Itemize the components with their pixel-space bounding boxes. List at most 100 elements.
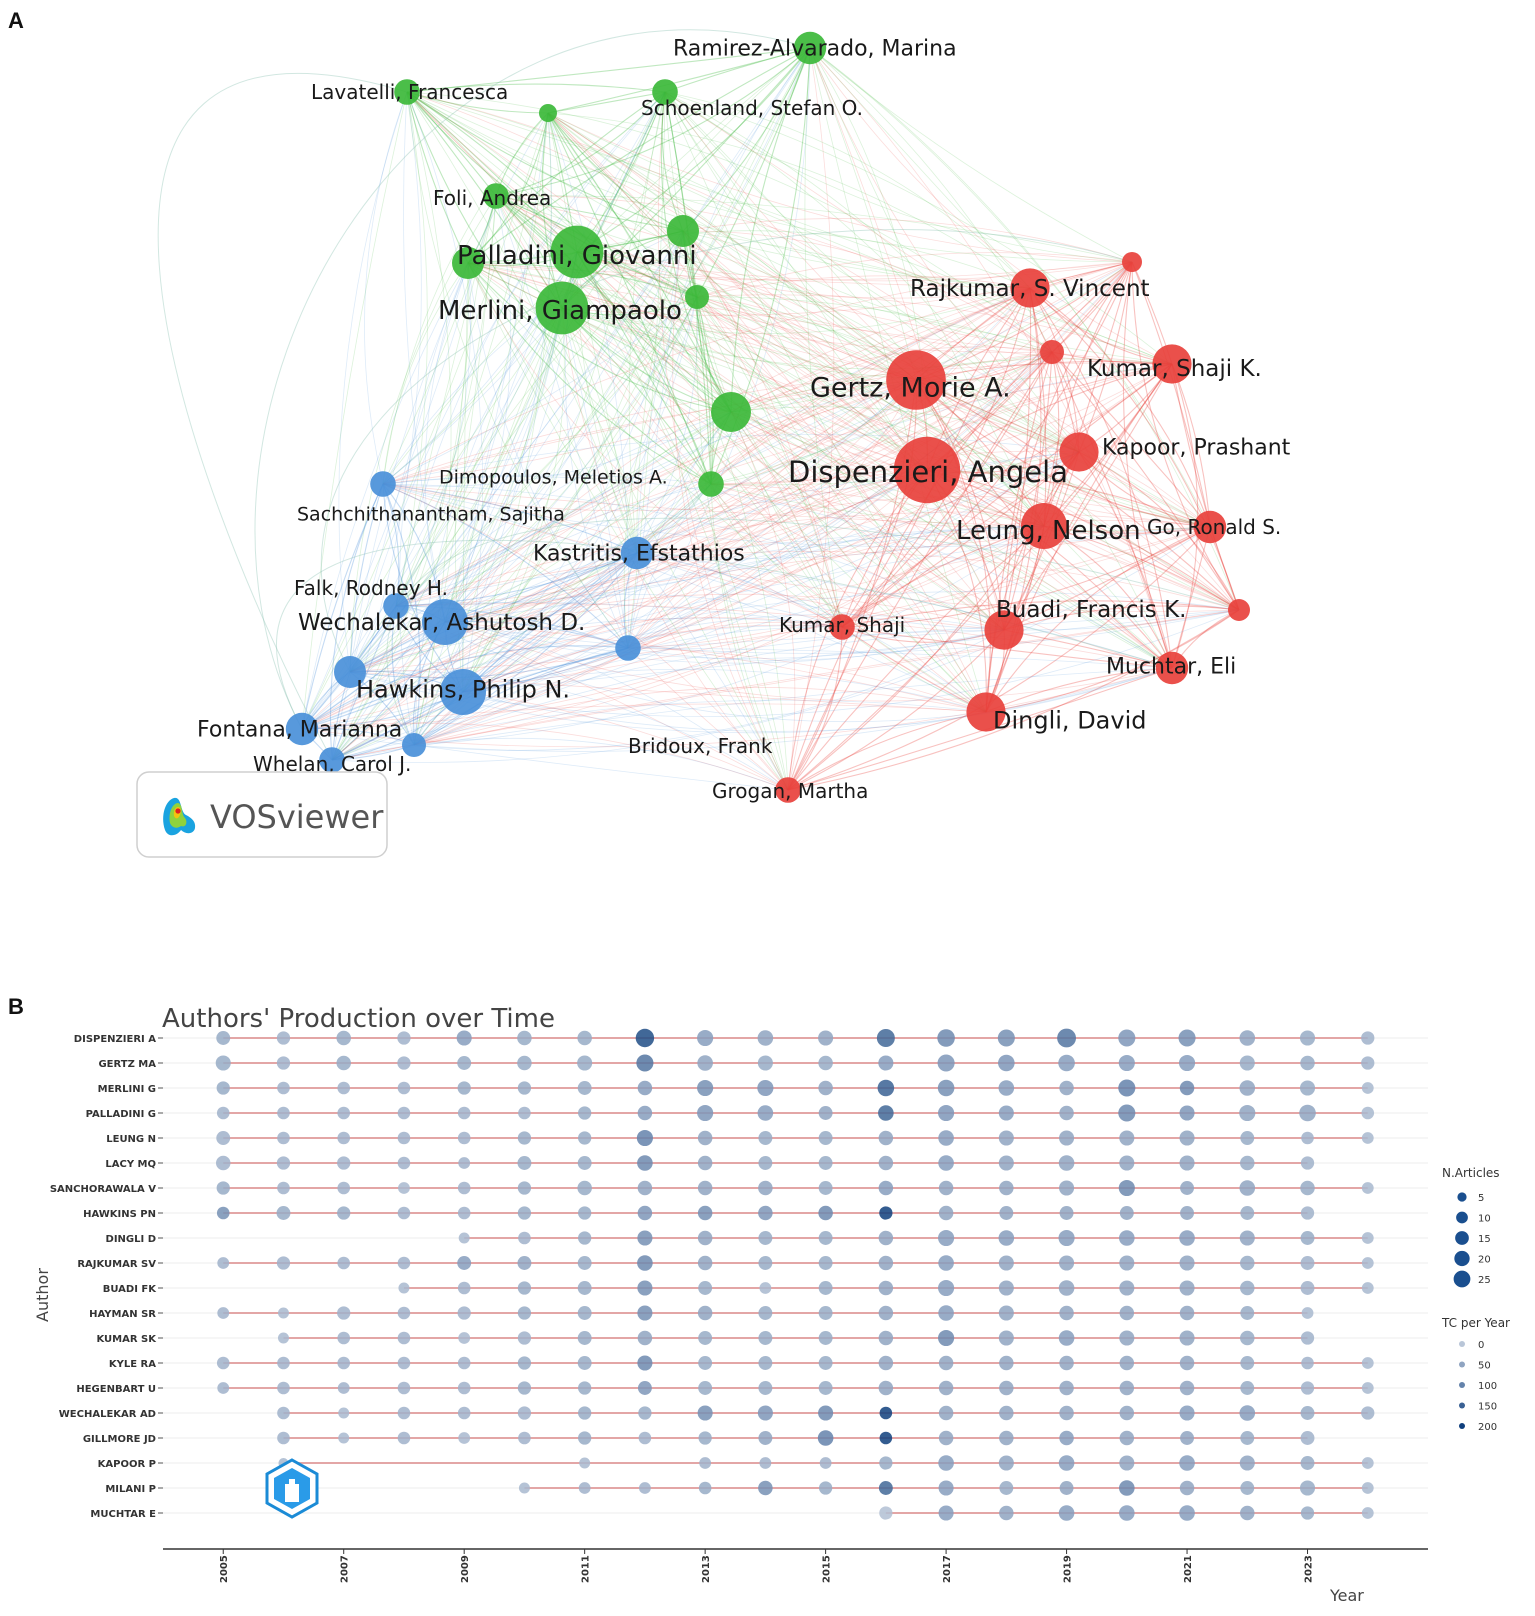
- production-point: [818, 1481, 833, 1495]
- legend-size-label: 5: [1478, 1193, 1484, 1204]
- network-edge: [444, 296, 698, 623]
- y-tick-label: BUADI FK: [103, 1284, 158, 1295]
- production-point: [577, 1055, 593, 1071]
- production-point: [637, 1330, 653, 1346]
- production-point: [457, 1081, 471, 1095]
- network-node-label: Merlini, Giampaolo: [438, 296, 682, 326]
- production-point: [337, 1206, 351, 1220]
- production-point: [517, 1030, 532, 1046]
- production-point: [758, 1331, 773, 1345]
- network-edge: [301, 261, 1133, 730]
- network-edge: [664, 91, 1080, 453]
- production-point: [638, 1431, 652, 1445]
- network-edge: [301, 483, 384, 730]
- legend-size-swatch: [1456, 1211, 1468, 1224]
- network-edge: [547, 112, 638, 554]
- production-point: [759, 1282, 772, 1294]
- production-point: [1058, 1505, 1075, 1521]
- production-point: [818, 1405, 834, 1421]
- network-edge: [809, 47, 1045, 527]
- network-edge: [329, 483, 384, 761]
- network-edge: [467, 262, 789, 791]
- network-edge: [547, 112, 732, 413]
- production-point: [338, 1432, 350, 1444]
- network-node: [620, 536, 654, 570]
- production-point: [937, 1054, 955, 1072]
- production-point: [397, 1356, 411, 1370]
- network-edge: [301, 379, 917, 730]
- production-point: [878, 1355, 894, 1371]
- production-point: [1239, 1030, 1256, 1046]
- network-edge: [301, 469, 928, 730]
- production-point: [1058, 1280, 1075, 1296]
- production-point: [1118, 1104, 1136, 1122]
- network-edge: [495, 195, 629, 649]
- production-point: [397, 1331, 411, 1345]
- network-edge: [809, 47, 917, 381]
- production-point: [1119, 1330, 1135, 1346]
- network-edge: [406, 91, 1080, 453]
- network-edge: [382, 411, 732, 487]
- network-edge: [841, 525, 1045, 628]
- production-point: [938, 1255, 954, 1271]
- network-edge: [462, 614, 1005, 693]
- network-edge: [382, 483, 400, 607]
- network-edge: [395, 296, 698, 607]
- production-point: [1179, 1405, 1195, 1421]
- production-point: [517, 1206, 532, 1220]
- y-tick-label: DINGLI D: [106, 1234, 156, 1245]
- network-edges: [157, 29, 1240, 791]
- production-point: [1300, 1456, 1315, 1470]
- network-edge: [382, 476, 1173, 669]
- bibliometrix-logo: [265, 1458, 319, 1519]
- production-point: [216, 1131, 231, 1145]
- network-edge: [331, 296, 698, 761]
- network-edge: [406, 91, 1005, 631]
- network-node-label: Buadi, Francis K.: [996, 597, 1186, 623]
- network-edge: [561, 307, 1211, 528]
- network-node: [483, 183, 509, 209]
- network-edge: [915, 379, 991, 713]
- network-edge: [495, 195, 1053, 353]
- network-edge: [985, 287, 1042, 713]
- network-edge: [1029, 287, 1080, 453]
- production-point: [757, 1105, 774, 1121]
- production-point: [1118, 1029, 1136, 1047]
- production-point: [1059, 1255, 1075, 1271]
- production-point: [518, 1231, 531, 1245]
- production-point: [1119, 1405, 1135, 1421]
- network-edge: [301, 667, 1173, 748]
- production-point: [1179, 1455, 1195, 1471]
- production-point: [637, 1280, 653, 1296]
- production-point: [1059, 1105, 1074, 1121]
- production-point: [458, 1432, 471, 1444]
- network-edge: [809, 47, 1005, 631]
- network-edge: [406, 91, 1240, 611]
- network-edge: [730, 287, 1031, 413]
- network-edge: [682, 230, 928, 471]
- production-point: [758, 1431, 773, 1445]
- network-edge: [623, 296, 698, 649]
- production-point: [456, 1030, 472, 1046]
- network-edge: [710, 483, 1005, 631]
- network-edge: [406, 91, 684, 232]
- network-edge: [382, 112, 549, 485]
- production-point: [758, 1256, 773, 1270]
- network-edge: [985, 261, 1133, 713]
- production-point: [1179, 1305, 1195, 1321]
- production-point: [998, 1054, 1015, 1072]
- network-edge: [627, 351, 1053, 649]
- production-point: [1300, 1381, 1315, 1395]
- network-node: [893, 436, 961, 504]
- y-tick-label: MERLINI G: [98, 1084, 156, 1095]
- network-edge: [462, 552, 638, 693]
- network-edge: [331, 91, 666, 761]
- production-point: [577, 1306, 592, 1320]
- network-edge: [696, 296, 1080, 453]
- network-nodes: [285, 31, 1250, 803]
- production-point: [397, 1056, 411, 1070]
- production-point: [818, 1030, 834, 1046]
- production-point: [1240, 1330, 1255, 1346]
- production-point: [637, 1105, 653, 1121]
